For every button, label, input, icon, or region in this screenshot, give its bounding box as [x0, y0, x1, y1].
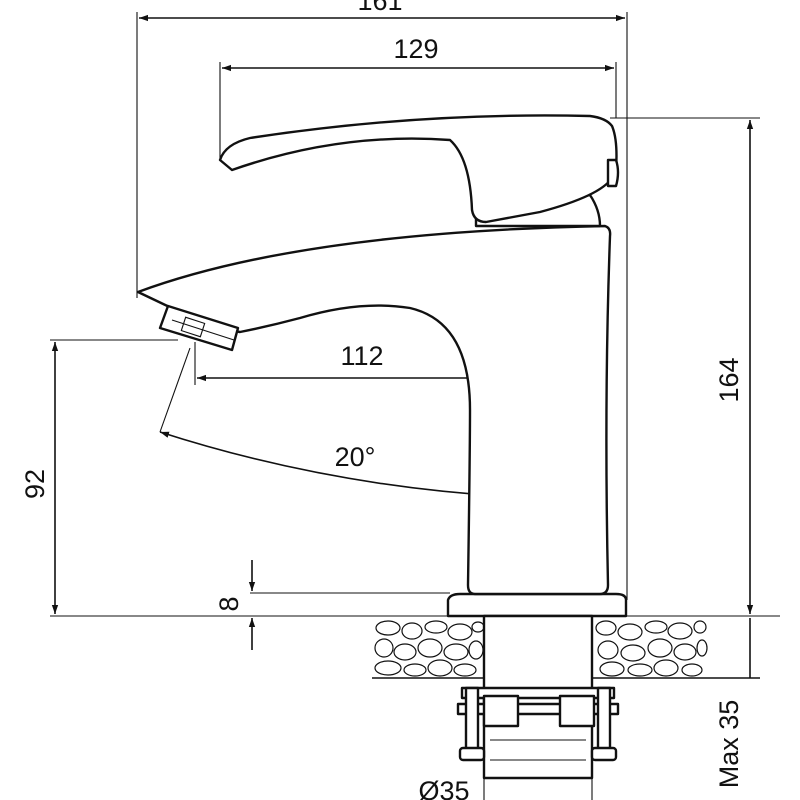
stone-right: [595, 620, 708, 677]
label-overall-width: 161: [357, 0, 402, 16]
label-spout-height: 92: [20, 469, 50, 499]
faucet-body: [136, 224, 612, 596]
left-stud: [464, 686, 480, 758]
stone-left: [374, 620, 485, 677]
handle-cap: [606, 158, 620, 188]
label-total-height: 164: [714, 357, 744, 402]
label-base-thickness: 8: [214, 596, 244, 611]
dimension-lines: [51, 14, 760, 679]
label-spout-reach: 112: [340, 341, 383, 371]
handle-lever: [218, 114, 618, 224]
aerator: [158, 304, 240, 352]
right-stud: [596, 686, 612, 758]
base-plate: [446, 592, 628, 618]
countertop: [372, 620, 760, 679]
left-nut: [482, 694, 520, 728]
label-deck-thickness: Max 35: [714, 700, 744, 789]
locking-plate: [460, 686, 616, 700]
right-nut: [558, 694, 596, 728]
label-handle-angle: 20°: [335, 442, 376, 472]
label-handle-length: 129: [393, 34, 438, 64]
label-mounting-hole: Ø35: [418, 776, 469, 800]
faucet: [136, 114, 628, 618]
mounting-hardware: [456, 614, 620, 800]
dimension-labels: 161 129 112 20° 164 92 8 Max 35 Ø35: [20, 0, 744, 800]
extension-lines: [50, 12, 780, 620]
